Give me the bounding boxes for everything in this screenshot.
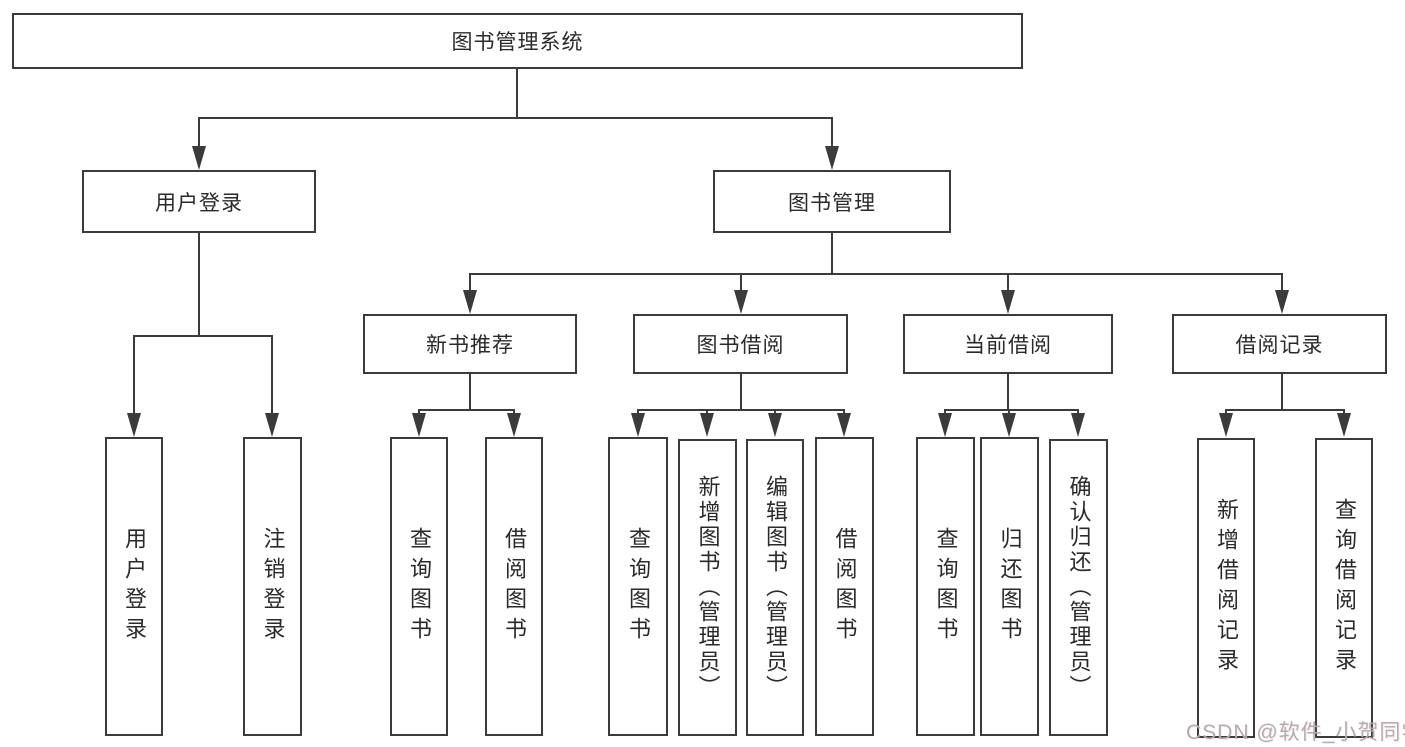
leaf-return-book: 归还图书 bbox=[980, 437, 1039, 736]
leaf-query-borrow-record: 查询借阅记录 bbox=[1315, 438, 1373, 738]
node-label: 新增图书（管理员） bbox=[695, 475, 721, 700]
node-label: 图书借阅 bbox=[696, 334, 785, 357]
leaf-user-login: 用户登录 bbox=[105, 437, 163, 736]
connector-drop bbox=[831, 117, 833, 150]
node-label: 归还图书 bbox=[997, 526, 1023, 647]
connector-current-rail bbox=[944, 409, 1079, 411]
node-label: 查询图书 bbox=[933, 526, 959, 647]
connector-drop bbox=[469, 273, 471, 293]
leaf-borrow-borrow-book: 借阅图书 bbox=[815, 437, 874, 736]
arrowhead-down-icon bbox=[412, 413, 426, 437]
connector-current-stub bbox=[1007, 374, 1009, 411]
leaf-recommend-borrow-book: 借阅图书 bbox=[485, 437, 543, 736]
leaf-add-book-admin: 新增图书（管理员） bbox=[678, 439, 737, 736]
arrowhead-down-icon bbox=[507, 413, 521, 437]
leaf-add-borrow-record: 新增借阅记录 bbox=[1197, 438, 1255, 738]
leaf-logout: 注销登录 bbox=[243, 437, 302, 736]
connector-records-stub bbox=[1281, 374, 1283, 411]
leaf-recommend-query-book: 查询图书 bbox=[390, 437, 448, 736]
connector-root-stub bbox=[516, 69, 518, 119]
arrowhead-down-icon bbox=[1337, 413, 1351, 437]
node-label: 新增借阅记录 bbox=[1214, 498, 1239, 678]
leaf-current-query-book: 查询图书 bbox=[916, 437, 975, 736]
node-label: 查询图书 bbox=[626, 526, 651, 647]
node-label: 注销登录 bbox=[260, 526, 286, 647]
connector-userlogin-stub bbox=[198, 233, 200, 337]
node-book-management: 图书管理 bbox=[713, 170, 951, 233]
arrowhead-down-icon bbox=[825, 146, 839, 170]
node-label: 图书管理系统 bbox=[451, 31, 584, 54]
connector-drop bbox=[1281, 273, 1283, 293]
node-label: 编辑图书（管理员） bbox=[763, 475, 788, 700]
node-book-borrow: 图书借阅 bbox=[633, 314, 848, 374]
node-new-book-recommend: 新书推荐 bbox=[363, 314, 577, 374]
node-label: 确认归还（管理员） bbox=[1066, 475, 1092, 700]
node-borrow-records: 借阅记录 bbox=[1172, 314, 1387, 374]
node-label: 借阅记录 bbox=[1235, 334, 1324, 357]
arrowhead-down-icon bbox=[938, 413, 952, 437]
node-label: 查询借阅记录 bbox=[1332, 498, 1357, 678]
arrowhead-down-icon bbox=[1071, 413, 1085, 437]
node-label: 借阅图书 bbox=[502, 526, 527, 647]
arrowhead-down-icon bbox=[1001, 290, 1015, 314]
arrowhead-down-icon bbox=[700, 413, 714, 437]
csdn-watermark: CSDN @软件_小贺同学 bbox=[1186, 721, 1405, 744]
leaf-borrow-query-book: 查询图书 bbox=[608, 437, 668, 736]
leaf-edit-book-admin: 编辑图书（管理员） bbox=[746, 439, 804, 736]
arrowhead-down-icon bbox=[265, 413, 279, 437]
node-current-borrow: 当前借阅 bbox=[903, 314, 1113, 374]
connector-drop bbox=[271, 335, 273, 417]
node-label: 查询图书 bbox=[407, 526, 432, 647]
node-label: 当前借阅 bbox=[964, 334, 1052, 357]
arrowhead-down-icon bbox=[768, 413, 782, 437]
node-label: 新书推荐 bbox=[426, 334, 514, 357]
connector-borrow-rail bbox=[637, 409, 845, 411]
leaf-confirm-return-admin: 确认归还（管理员） bbox=[1049, 439, 1108, 736]
node-label: 图书管理 bbox=[788, 191, 876, 215]
arrowhead-down-icon bbox=[463, 290, 477, 314]
node-label: 借阅图书 bbox=[832, 526, 858, 647]
connector-userlogin-rail bbox=[133, 335, 273, 337]
connector-recommend-rail bbox=[418, 409, 515, 411]
arrowhead-down-icon bbox=[1219, 413, 1233, 437]
arrowhead-down-icon bbox=[631, 413, 645, 437]
connector-records-rail bbox=[1225, 409, 1345, 411]
connector-drop bbox=[740, 273, 742, 293]
arrowhead-down-icon bbox=[127, 413, 141, 437]
arrowhead-down-icon bbox=[192, 146, 206, 170]
node-root-library-management-system: 图书管理系统 bbox=[12, 13, 1023, 69]
connector-level2-rail bbox=[469, 273, 1283, 275]
connector-bookmgmt-stub bbox=[831, 233, 833, 275]
node-label: 用户登录 bbox=[155, 191, 243, 215]
arrowhead-down-icon bbox=[1275, 290, 1289, 314]
arrowhead-down-icon bbox=[734, 290, 748, 314]
arrowhead-down-icon bbox=[837, 413, 851, 437]
arrowhead-down-icon bbox=[1002, 413, 1016, 437]
node-label: 用户登录 bbox=[122, 526, 147, 647]
connector-drop bbox=[133, 335, 135, 417]
connector-drop bbox=[198, 117, 200, 150]
connector-level1-rail bbox=[198, 117, 833, 119]
connector-recommend-stub bbox=[469, 374, 471, 411]
connector-drop bbox=[1007, 273, 1009, 293]
connector-borrow-stub bbox=[740, 374, 742, 411]
node-user-login: 用户登录 bbox=[82, 170, 316, 233]
